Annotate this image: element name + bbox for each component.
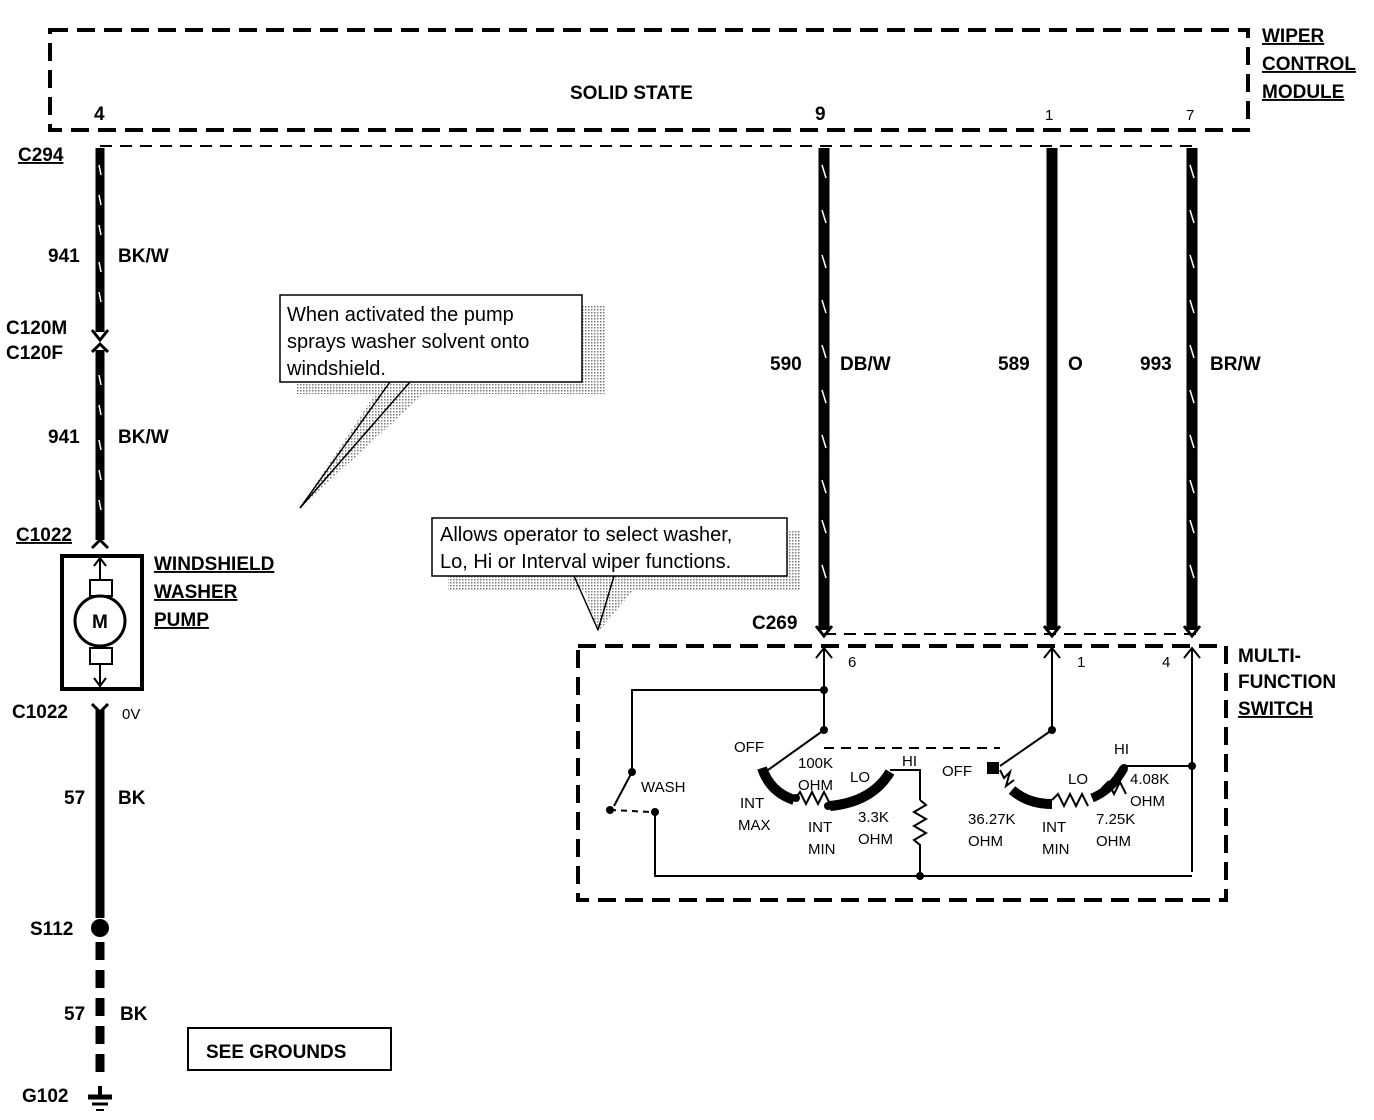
right-resistor-arc-hi bbox=[1090, 765, 1128, 803]
s112-splice bbox=[91, 919, 109, 937]
g102-label: G102 bbox=[22, 1086, 68, 1107]
right-4.08k-label: 4.08K bbox=[1130, 771, 1169, 788]
wire-941-lower-color: BK/W bbox=[118, 427, 169, 448]
wire-589-number: 589 bbox=[998, 354, 1030, 375]
switch-pin-6: 6 bbox=[848, 654, 856, 671]
module-pin-1: 1 bbox=[1045, 107, 1053, 124]
right-36.27k-label: 36.27K bbox=[968, 811, 1016, 828]
multifunction-switch-box bbox=[576, 644, 1228, 902]
switch-title-line2: FUNCTION bbox=[1238, 672, 1336, 693]
c1022-top-chevron bbox=[90, 537, 110, 550]
wire-589-color: O bbox=[1068, 354, 1083, 375]
pump-title-line3: PUMP bbox=[154, 610, 209, 631]
left-3.3k-label: 3.3K bbox=[858, 809, 889, 826]
pump-note-line3: windshield. bbox=[286, 358, 386, 380]
s112-label: S112 bbox=[30, 919, 73, 940]
wire-590-number: 590 bbox=[770, 354, 802, 375]
c269-label: C269 bbox=[752, 613, 797, 634]
wiper-control-module-box bbox=[48, 28, 1250, 132]
c120m-label: C120M bbox=[6, 318, 67, 339]
left-lo-label: LO bbox=[850, 769, 870, 786]
right-7.25k-label: 7.25K bbox=[1096, 811, 1135, 828]
module-title-line2: CONTROL bbox=[1262, 54, 1356, 75]
module-solid-state-label: SOLID STATE bbox=[570, 83, 693, 104]
wire-993-number: 993 bbox=[1140, 354, 1172, 375]
see-grounds-label: SEE GROUNDS bbox=[206, 1042, 346, 1063]
pump-note-line2: sprays washer solvent onto bbox=[287, 331, 529, 353]
pump-note-line1: When activated the pump bbox=[287, 304, 514, 326]
module-pin-9: 9 bbox=[815, 104, 826, 125]
pump-title-line2: WASHER bbox=[154, 582, 238, 603]
see-grounds-box bbox=[187, 1027, 392, 1071]
left-max-label: MAX bbox=[738, 817, 771, 834]
switch-title-line1: MULTI- bbox=[1238, 646, 1301, 667]
c1022-bottom-label: C1022 bbox=[12, 702, 68, 723]
wire-941-upper-number: 941 bbox=[48, 246, 80, 267]
wire-57-lower-number: 57 bbox=[64, 1004, 85, 1025]
wire-993-color: BR/W bbox=[1210, 354, 1261, 375]
right-ohm2-label: OHM bbox=[968, 833, 1003, 850]
right-lo-label: LO bbox=[1068, 771, 1088, 788]
left-100k-label: 100K bbox=[798, 755, 833, 772]
c120f-label: C120F bbox=[6, 343, 63, 364]
wire-941-upper-color: BK/W bbox=[118, 246, 169, 267]
switch-note-box bbox=[431, 517, 788, 577]
left-min-label: MIN bbox=[808, 841, 836, 858]
left-resistor-arc-lo bbox=[829, 769, 895, 811]
left-ohm1-label: OHM bbox=[798, 777, 833, 794]
c120m-chevron bbox=[90, 329, 110, 343]
wire-57-lower-color: BK bbox=[120, 1004, 148, 1025]
left-resistor-arc-int bbox=[757, 766, 796, 805]
right-hi-label: HI bbox=[1114, 741, 1129, 758]
c120f-chevron bbox=[90, 341, 110, 354]
c1022-top-label: C1022 bbox=[16, 525, 72, 546]
left-int2-label: INT bbox=[808, 819, 832, 836]
right-ohm3-label: OHM bbox=[1096, 833, 1131, 850]
zero-volt-label: 0V bbox=[122, 706, 140, 723]
left-hi-label: HI bbox=[902, 753, 917, 770]
pump-note-box bbox=[279, 294, 583, 383]
module-title-line1: WIPER bbox=[1262, 26, 1325, 47]
right-int-label: INT bbox=[1042, 819, 1066, 836]
c294-label: C294 bbox=[18, 145, 64, 166]
left-off-label: OFF bbox=[734, 739, 764, 756]
wire-57-upper-number: 57 bbox=[64, 788, 85, 809]
right-off-label: OFF bbox=[942, 763, 972, 780]
motor-symbol bbox=[73, 594, 127, 648]
module-pin-4: 4 bbox=[94, 104, 105, 125]
pump-title-line1: WINDSHIELD bbox=[154, 554, 274, 575]
left-int-label: INT bbox=[740, 795, 764, 812]
switch-pin-1: 1 bbox=[1077, 654, 1085, 671]
module-title-line3: MODULE bbox=[1262, 82, 1344, 103]
right-resistor-arc-int bbox=[1008, 786, 1053, 809]
wire-57-upper-color: BK bbox=[118, 788, 146, 809]
switch-note-line1: Allows operator to select washer, bbox=[440, 524, 732, 546]
wire-941-lower-number: 941 bbox=[48, 427, 80, 448]
left-ohm2-label: OHM bbox=[858, 831, 893, 848]
right-min-label: MIN bbox=[1042, 841, 1070, 858]
switch-title-line3: SWITCH bbox=[1238, 699, 1313, 720]
module-pin-7: 7 bbox=[1186, 107, 1194, 124]
left-wash-label: WASH bbox=[641, 779, 685, 796]
right-ohm1-label: OHM bbox=[1130, 793, 1165, 810]
switch-note-line2: Lo, Hi or Interval wiper functions. bbox=[440, 551, 731, 573]
wire-590-color: DB/W bbox=[840, 354, 891, 375]
switch-pin-4: 4 bbox=[1162, 654, 1170, 671]
motor-label: M bbox=[92, 612, 108, 633]
